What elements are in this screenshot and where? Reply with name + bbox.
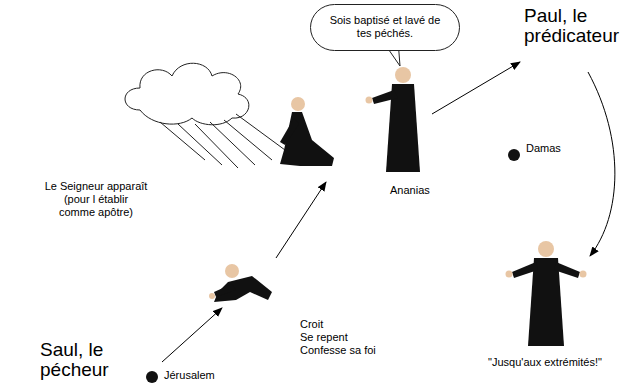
ananias-figure [366,67,421,172]
city-dot [508,149,520,161]
city-dot [146,371,158,383]
event-note: (pour l établir comme apôtre) [56,193,136,218]
place-name: Damas [526,142,586,155]
cloud [125,63,249,125]
preacher-figure [506,241,587,346]
step-note: Se repent [300,331,390,344]
step-note: Croit [300,318,390,331]
figure-title: Saul, le pécheur [40,340,144,380]
fallen-figure [209,264,272,302]
speech-bubble: Sois baptisé et lavé de tes péchés. [310,4,460,51]
quote-note: "Jusqu'aux extrémités!" [480,356,610,369]
figure-title: Paul, le prédicateur [524,6,636,46]
path-arrows [162,62,615,362]
kneeling-figure [280,97,334,166]
place-name: Jérusalem [164,369,244,382]
event-note: Le Seigneur apparaît [40,180,152,193]
bubble-text: Sois baptisé et lavé de tes péchés. [326,14,444,40]
light-rays [160,114,285,168]
person-name: Ananias [390,184,450,197]
step-note: Confesse sa foi [300,344,400,357]
